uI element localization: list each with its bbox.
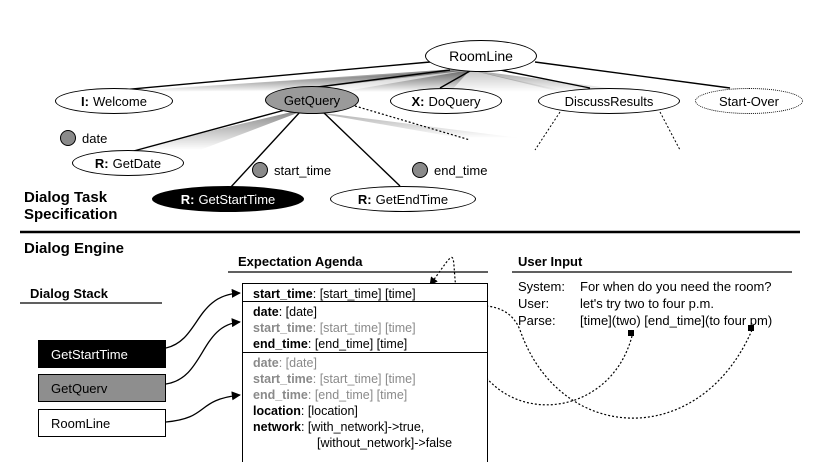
agenda-entry: network: [with_network]->true, xyxy=(253,420,425,434)
concept-label: start_time xyxy=(274,162,332,178)
node-label: GetQuery xyxy=(283,92,341,108)
agenda-entry: start_time: [start_time] [time] xyxy=(253,287,416,301)
node-label: RoomLine xyxy=(449,48,513,64)
node-getdate: R: GetDate xyxy=(72,150,184,176)
node-getquery: GetQuery xyxy=(265,86,359,114)
node-getendtime: R: GetEndTime xyxy=(330,186,476,212)
node-doquery: X: DoQuery xyxy=(390,88,502,114)
agenda-entry: location: [location] xyxy=(253,404,358,418)
agenda-entry: end_time: [end_time] [time] xyxy=(253,337,408,351)
user-input-system: System:For when do you need the room? xyxy=(518,279,772,294)
section-engine: Dialog Engine xyxy=(24,240,125,257)
node-prefix: R: xyxy=(94,155,109,171)
node-label: Start-Over xyxy=(719,93,779,109)
concept-end-time: end_time xyxy=(412,162,487,178)
agenda-entry: start_time: [start_time] [time] xyxy=(253,372,416,386)
agenda-group-2: date: [date] start_time: [start_time] [t… xyxy=(242,301,488,355)
section-task-spec: Dialog Task Specification xyxy=(24,189,118,223)
node-prefix: R: xyxy=(180,191,195,207)
node-start-over: Start-Over xyxy=(695,88,803,114)
node-discussresults: DiscussResults xyxy=(538,88,680,114)
concept-circle-icon xyxy=(252,162,268,178)
node-label: GetDate xyxy=(112,155,162,171)
node-label: GetEndTime xyxy=(375,191,449,207)
concept-label: date xyxy=(82,130,108,146)
node-welcome: I: Welcome xyxy=(55,88,173,114)
agenda-group-3: date: [date] start_time: [start_time] [t… xyxy=(242,352,488,462)
node-label: DoQuery xyxy=(428,93,481,109)
concept-start-time: start_time xyxy=(252,162,331,178)
node-prefix: X: xyxy=(411,93,425,109)
node-prefix: I: xyxy=(81,93,89,109)
concept-circle-icon xyxy=(412,162,428,178)
node-getstarttime: R: GetStartTime xyxy=(152,186,304,212)
node-label: Welcome xyxy=(93,93,147,109)
concept-date: date xyxy=(60,130,107,146)
stack-item-getstarttime: GetStartTime xyxy=(38,340,166,368)
agenda-entry: date: [date] xyxy=(253,305,317,319)
user-input-title: User Input xyxy=(518,254,583,269)
concept-label: end_time xyxy=(434,162,488,178)
stack-item-getquery: GetQuerv xyxy=(38,374,166,402)
agenda-entry: start_time: [start_time] [time] xyxy=(253,321,416,335)
user-input-parse: Parse:[time](two) [end_time](to four pm) xyxy=(518,313,773,328)
concept-circle-icon xyxy=(60,130,76,146)
dialog-stack-title: Dialog Stack xyxy=(30,286,109,301)
stack-item-roomline: RoomLine xyxy=(38,409,166,437)
agenda-entry: [without_network]->false xyxy=(317,436,453,450)
node-roomline: RoomLine xyxy=(425,40,537,72)
agenda-title: Expectation Agenda xyxy=(238,254,363,269)
node-prefix: R: xyxy=(357,191,372,207)
node-label: GetStartTime xyxy=(198,191,276,207)
agenda-entry: date: [date] xyxy=(253,356,317,370)
agenda-entry: end_time: [end_time] [time] xyxy=(253,388,408,402)
node-label: DiscussResults xyxy=(564,93,654,109)
user-input-user: User:let's try two to four p.m. xyxy=(518,296,714,311)
